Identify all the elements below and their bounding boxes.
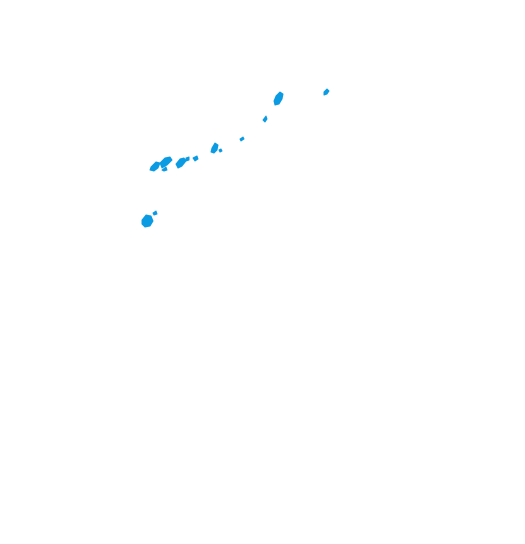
island-mid-dot [239, 136, 245, 142]
island-northeast-large [273, 91, 284, 106]
island-west-cluster-a [149, 161, 161, 172]
island-mid-north [262, 115, 268, 123]
island-west-cluster-c [161, 166, 168, 172]
island-group [141, 88, 330, 228]
island-southwest-small [152, 210, 158, 216]
island-northeast-small [323, 88, 330, 96]
island-west-cluster-b [159, 156, 173, 169]
island-chain-c [192, 155, 199, 162]
island-southwest-large [141, 214, 154, 228]
island-mid-cluster-a [210, 142, 219, 154]
island-mid-cluster-b [218, 148, 223, 153]
island-chain-b [185, 156, 190, 162]
